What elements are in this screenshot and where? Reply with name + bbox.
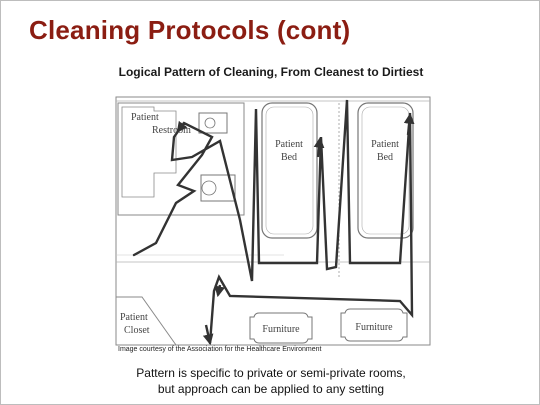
bed1-label-line2: Bed: [281, 152, 297, 163]
patient-bed-1: Patient Bed: [261, 102, 318, 239]
sink-fixture: [198, 112, 228, 134]
bed2-label-line2: Bed: [377, 152, 393, 163]
cleaning-path: [132, 99, 414, 345]
patient-bed-2: Patient Bed: [357, 102, 414, 239]
patient-closet: Patient Closet: [116, 296, 177, 346]
furniture1-label: Furniture: [262, 324, 300, 335]
image-credit: Image courtesy of the Association for th…: [118, 346, 322, 353]
restroom-label-line2: Restroom: [152, 125, 191, 136]
diagram-subtitle: Logical Pattern of Cleaning, From Cleane…: [118, 65, 424, 79]
furniture2-label: Furniture: [355, 322, 393, 333]
restroom: Patient Restroom: [117, 102, 245, 216]
furniture-2: Furniture: [340, 308, 408, 342]
caption-line-2: but approach can be applied to any setti…: [157, 382, 385, 396]
room-cleaning-diagram: Patient Restroom Patient Bed Patient Bed…: [115, 96, 431, 346]
restroom-label-line1: Patient: [131, 112, 159, 123]
closet-label-line2: Closet: [124, 325, 150, 336]
slide-title: Cleaning Protocols (cont): [29, 15, 351, 45]
bed1-label-line1: Patient: [275, 139, 303, 150]
toilet-fixture: [200, 174, 236, 202]
closet-label-line1: Patient: [120, 312, 148, 323]
bed2-label-line1: Patient: [371, 139, 399, 150]
caption-line-1: Pattern is specific to private or semi-p…: [136, 366, 406, 380]
furniture-1: Furniture: [249, 312, 313, 344]
caption: Pattern is specific to private or semi-p…: [1, 365, 539, 397]
